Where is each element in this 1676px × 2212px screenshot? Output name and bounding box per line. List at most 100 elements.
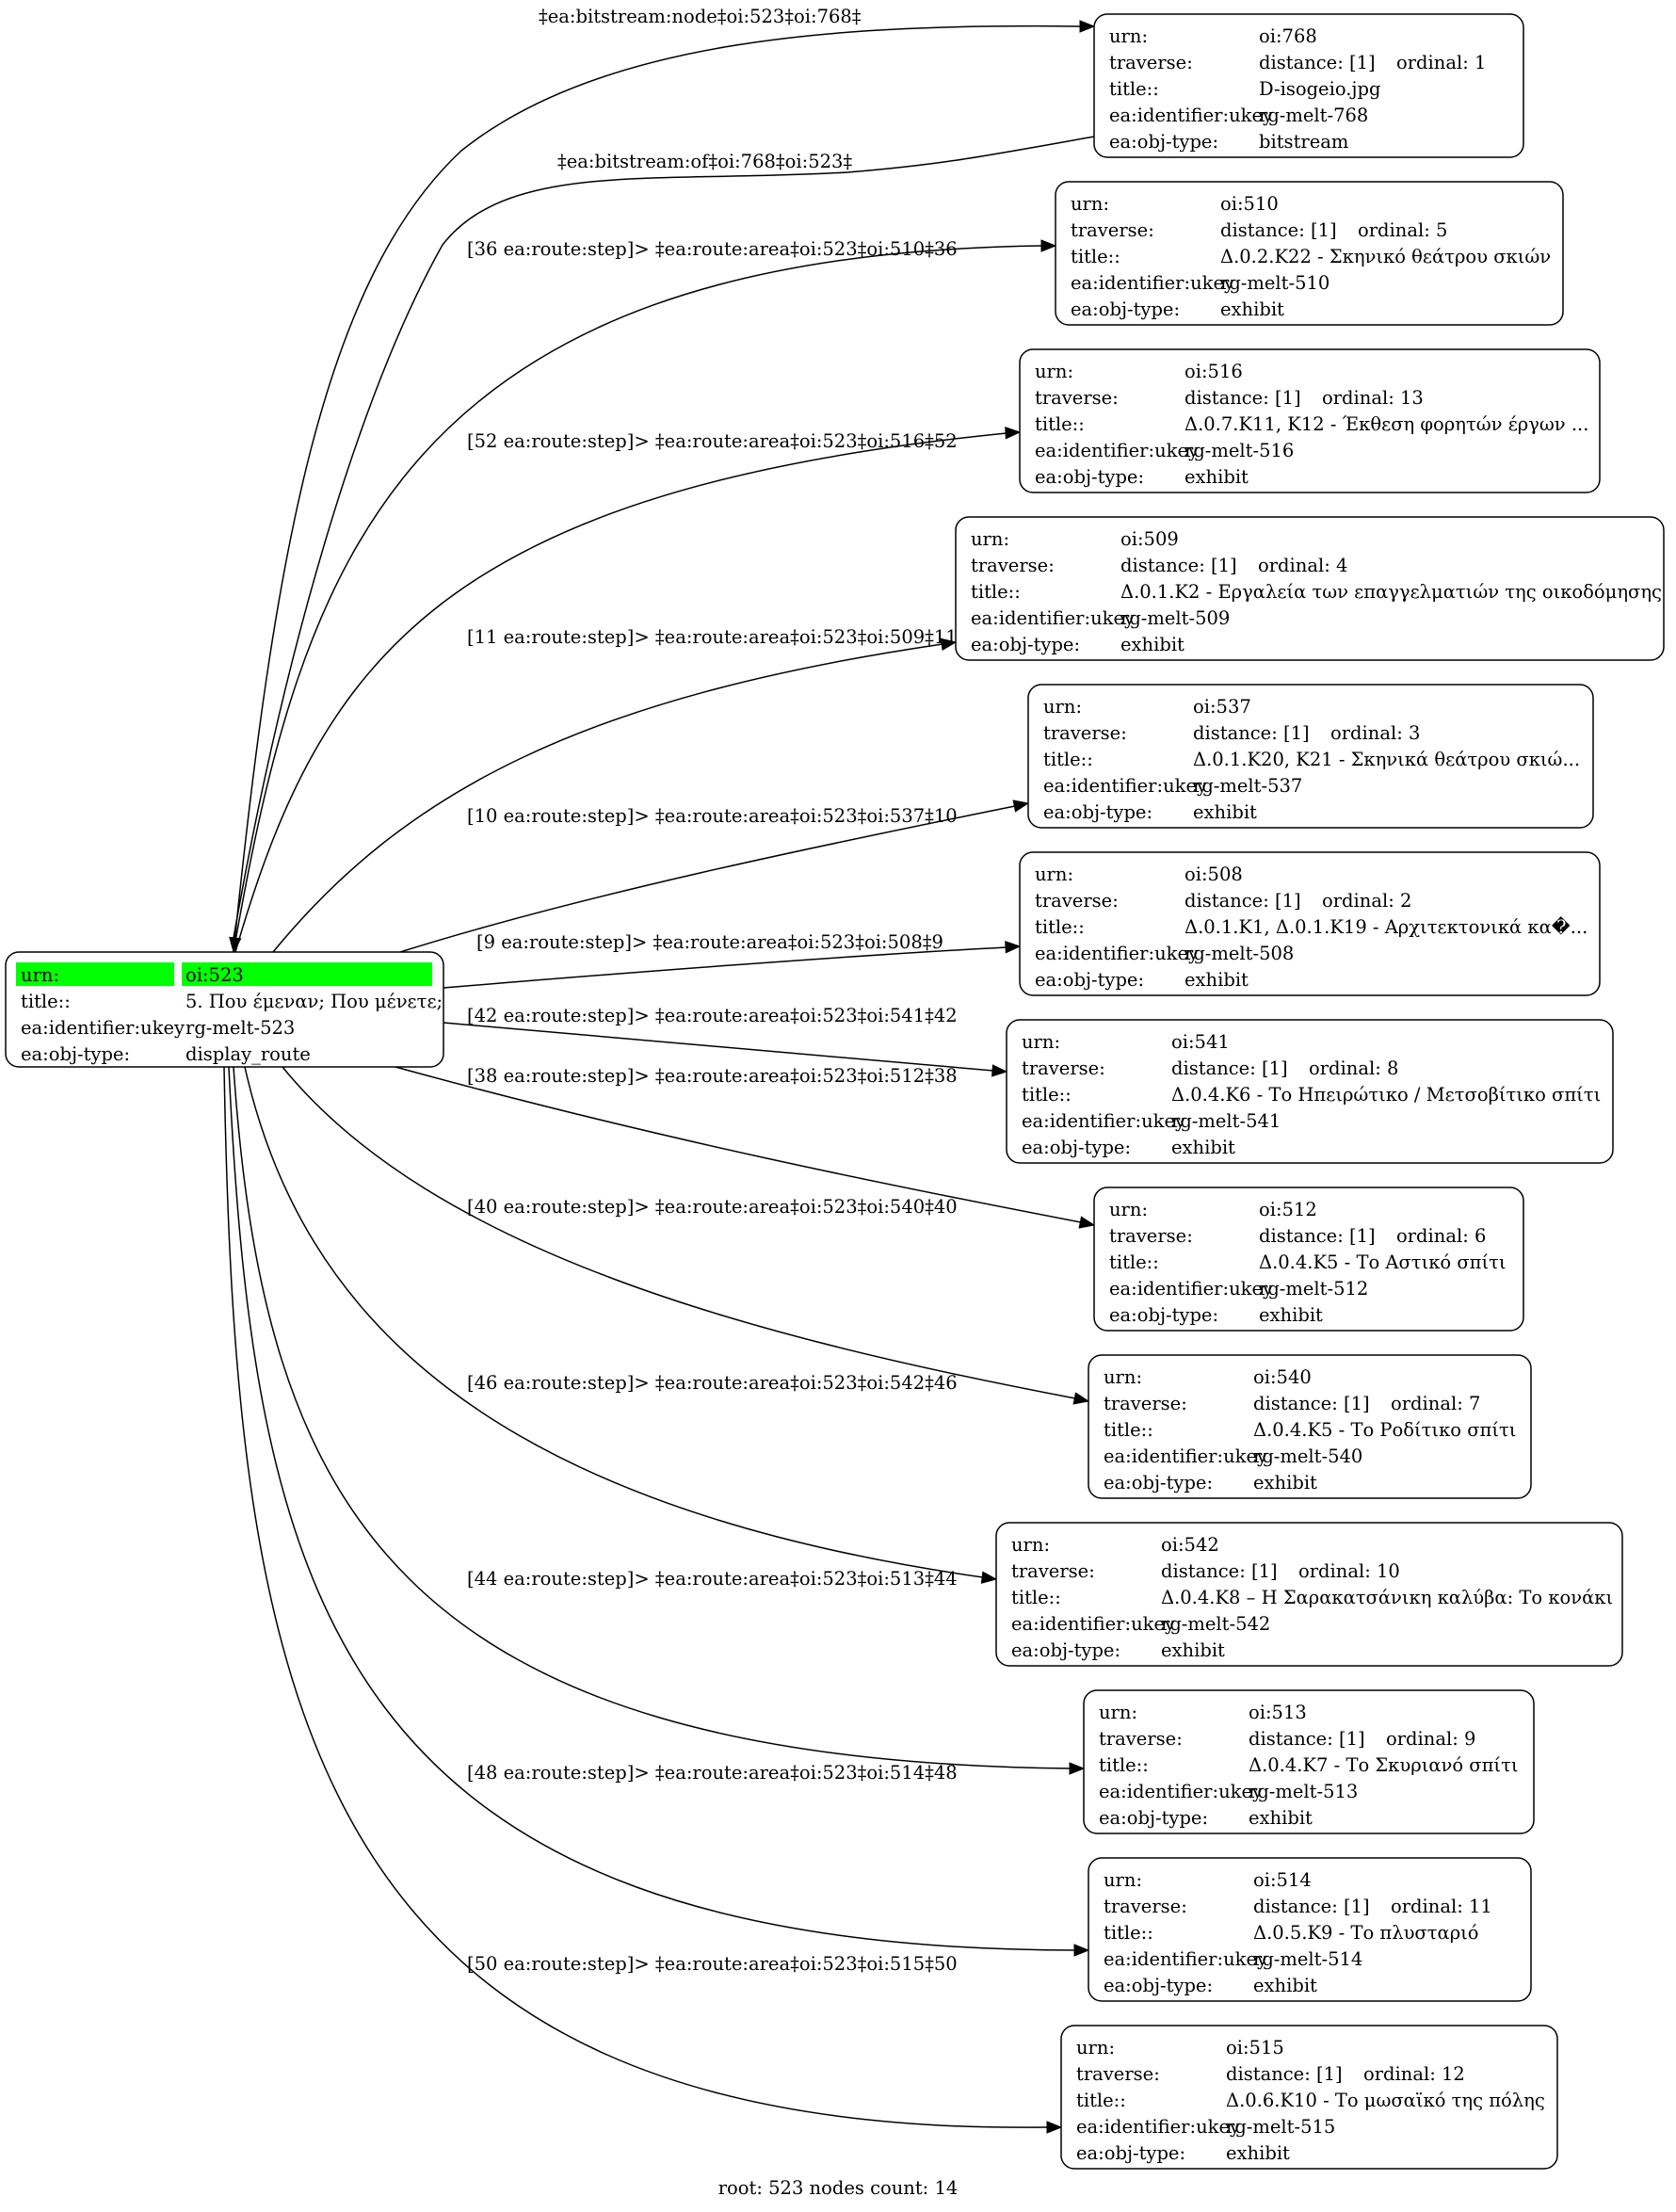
row-key: ea:obj-type: [1043, 801, 1152, 823]
row-key: title:: [1043, 749, 1093, 770]
row-key: urn: [1099, 1702, 1137, 1723]
row-key: ea:obj-type: [21, 1043, 130, 1065]
row-value: oi:514 [1253, 1869, 1312, 1891]
row-value: exhibit [1249, 1807, 1313, 1829]
node-frame [1055, 181, 1564, 326]
row-value: oi:515 [1226, 2037, 1284, 2059]
row-key: traverse: [1104, 1896, 1187, 1917]
row-value: exhibit [1184, 466, 1249, 488]
edge-label: [46 ea:route:step]> ‡ea:route:area‡oi:52… [467, 1372, 958, 1394]
row-value: exhibit [1220, 299, 1284, 320]
row-key: ea:obj-type: [971, 634, 1080, 655]
node-frame [1006, 1019, 1614, 1164]
traverse-ordinal: ordinal: 4 [1258, 555, 1347, 576]
row-key: ea:identifier:ukey [1043, 775, 1207, 797]
edge-line [272, 643, 943, 953]
row-key: traverse: [1035, 387, 1119, 409]
edge-oi-523-to-oi-540 [282, 1066, 1090, 1405]
edge-line [233, 136, 1095, 939]
row-value: display_route [185, 1043, 311, 1065]
edge-line [399, 805, 1016, 953]
edge-oi-523-to-oi-515 [223, 1066, 1063, 2134]
traverse-distance: distance: [1] [1193, 722, 1310, 744]
row-key: urn: [1043, 696, 1082, 718]
row-value: Δ.0.4.Κ6 - Το Ηπειρώτικο / Μετσοβίτικο σ… [1171, 1084, 1601, 1106]
row-key: urn: [1022, 1031, 1060, 1053]
row-value: Δ.0.4.Κ8 – Η Σαρακατσάνικη καλύβα: Το κο… [1161, 1587, 1613, 1608]
row-key: ea:identifier:ukey [1104, 1445, 1267, 1467]
row-value: rg-melt-523 [185, 1017, 295, 1039]
traverse-ordinal: ordinal: 10 [1298, 1560, 1400, 1582]
row-value: rg-melt-515 [1226, 2116, 1335, 2138]
row-value: rg-melt-516 [1184, 440, 1294, 461]
edge-line [234, 432, 1007, 953]
edge-arrowhead [1012, 799, 1030, 813]
row-value: Δ.0.5.Κ9 - Το πλυσταριό [1253, 1922, 1479, 1944]
row-key: title:: [1104, 1419, 1153, 1441]
row-key: ea:obj-type: [1109, 131, 1218, 153]
row-value: rg-melt-508 [1184, 943, 1294, 964]
row-value: exhibit [1193, 801, 1257, 823]
edge-arrowhead [991, 1064, 1008, 1077]
row-value: rg-melt-513 [1249, 1781, 1358, 1802]
edge-label: [10 ea:route:step]> ‡ea:route:area‡oi:52… [467, 805, 958, 827]
edge-oi-523-to-oi-513 [233, 1066, 1086, 1775]
row-key: ea:obj-type: [1035, 969, 1144, 991]
row-key: urn: [971, 528, 1009, 550]
edge-arrowhead [1078, 1216, 1096, 1229]
row-key: title:: [1076, 2090, 1126, 2111]
row-key: ea:identifier:ukey [971, 607, 1135, 629]
row-value: rg-melt-537 [1193, 775, 1302, 797]
row-key: ea:obj-type: [1104, 1472, 1213, 1494]
row-value: Δ.0.4.Κ7 - Το Σκυριανό σπίτι [1249, 1754, 1519, 1776]
row-value: exhibit [1259, 1304, 1323, 1326]
edge-label: [38 ea:route:step]> ‡ea:route:area‡oi:52… [467, 1065, 958, 1087]
row-value: oi:537 [1193, 696, 1251, 718]
row-value: 5. Που έμεναν; Που μένετε; [185, 991, 443, 1012]
traverse-distance: distance: [1] [1259, 1225, 1376, 1247]
row-value: Δ.0.2.Κ22 - Σκηνικό θεάτρου σκιών [1220, 246, 1551, 267]
edge-line [233, 1066, 1072, 1769]
row-value: Δ.0.1.Κ1, Δ.0.1.Κ19 - Αρχιτεκτονικά κα�.… [1184, 916, 1587, 938]
row-value: Δ.0.7.Κ11, Κ12 - Έκθεση φορητών έργων ..… [1184, 413, 1588, 435]
edge-oi-523-to-oi-516 [234, 427, 1022, 953]
traverse-distance: distance: [1] [1184, 890, 1301, 912]
edge-line [244, 1066, 984, 1578]
edge-oi-523-to-oi-537 [399, 799, 1030, 953]
edge-line [223, 1066, 1049, 2128]
traverse-distance: distance: [1] [1161, 1560, 1278, 1582]
row-value: oi:513 [1249, 1702, 1307, 1723]
edge-line [443, 946, 1007, 989]
row-key: title:: [1099, 1754, 1149, 1776]
row-value: oi:542 [1161, 1534, 1219, 1556]
row-key: ea:identifier:ukey [21, 1017, 185, 1039]
row-value: rg-melt-542 [1161, 1613, 1270, 1635]
row-key: urn: [1104, 1869, 1142, 1891]
row-value: rg-melt-514 [1253, 1948, 1362, 1970]
edge-labels-layer: ‡ea:bitstream:node‡oi:523‡oi:768‡‡ea:bit… [467, 6, 958, 1975]
row-value: exhibit [1161, 1639, 1225, 1661]
root-highlight-value [182, 962, 432, 986]
row-value: D-isogeio.jpg [1259, 78, 1380, 100]
row-key: urn: [1109, 1199, 1148, 1220]
row-value: bitstream [1259, 131, 1348, 153]
edge-arrowhead [1040, 239, 1057, 252]
edge-label: [44 ea:route:step]> ‡ea:route:area‡oi:52… [467, 1568, 958, 1590]
row-key: title:: [21, 991, 71, 1012]
row-key: traverse: [1071, 219, 1154, 241]
traverse-ordinal: ordinal: 2 [1322, 890, 1411, 912]
